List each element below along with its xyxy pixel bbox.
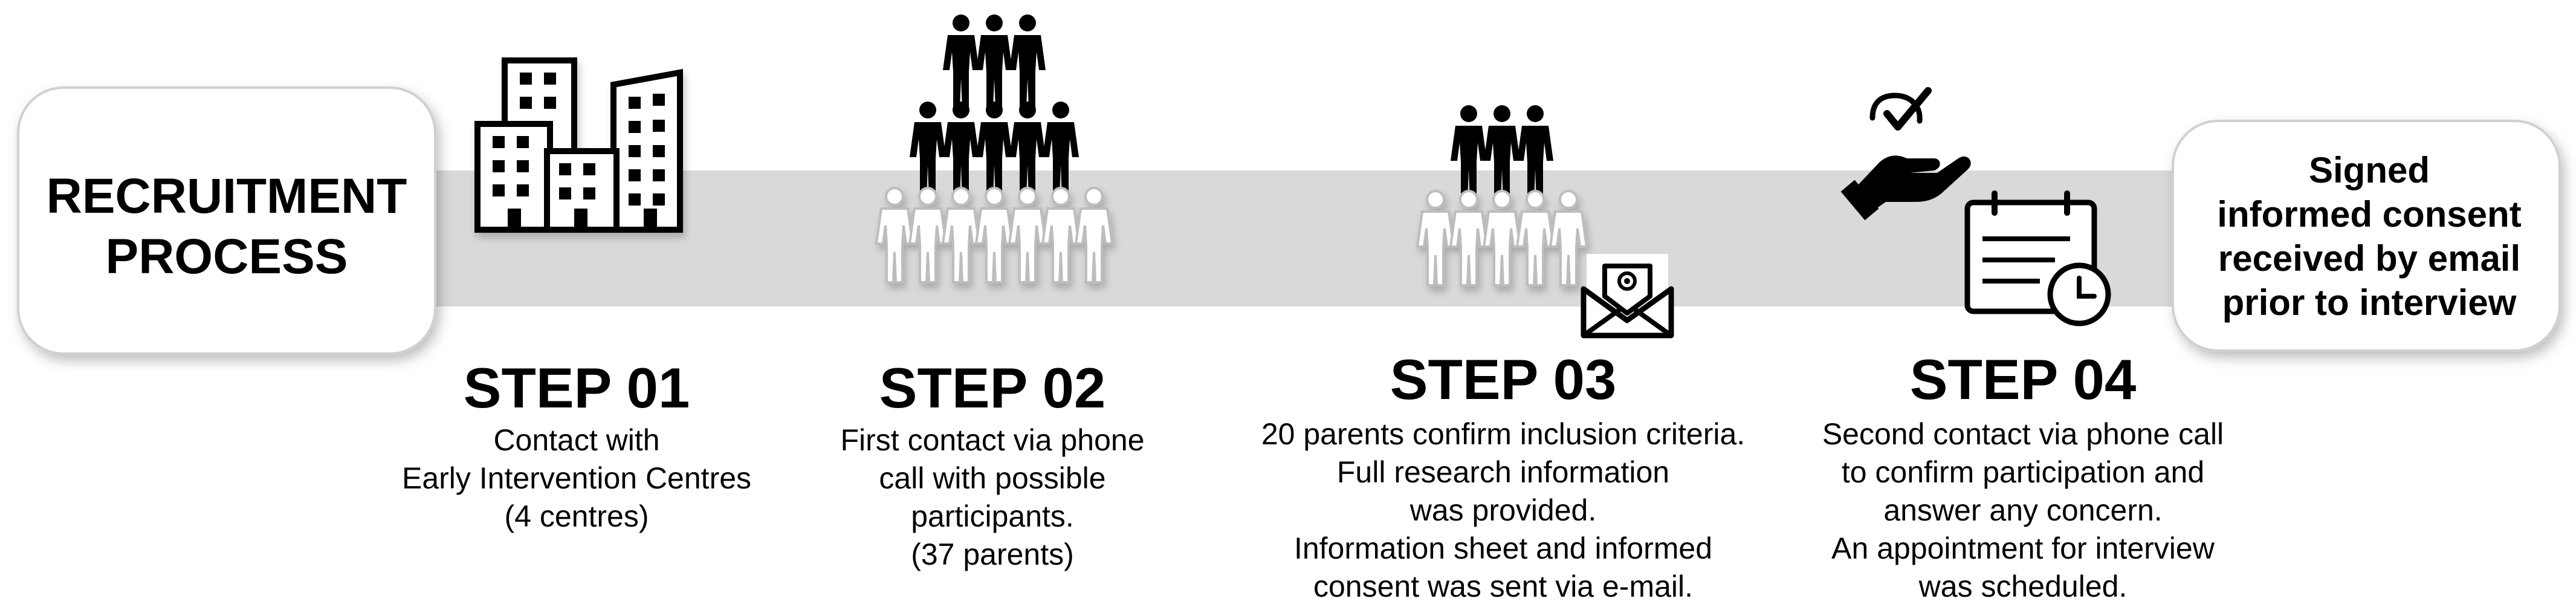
title-line: PROCESS: [105, 229, 348, 284]
step-01-description: Contact with Early Intervention Centres …: [335, 421, 818, 536]
step-03-line: was provided.: [1409, 493, 1597, 527]
end-line: Signed: [2308, 150, 2430, 190]
step-01-line: (4 centres): [504, 499, 649, 533]
step-04-line: was scheduled.: [1918, 569, 2128, 603]
step-02-line: participants.: [911, 499, 1074, 533]
step-03-line: Full research information: [1336, 455, 1670, 489]
step-01-heading: STEP 01: [463, 356, 690, 420]
hand-check-icon: [1840, 87, 1971, 221]
step-04-line: to confirm participation and: [1841, 455, 2205, 489]
end-line: received by email: [2218, 238, 2521, 279]
end-result: Signed informed consent received by emai…: [2173, 148, 2566, 325]
step-02-line: (37 parents): [911, 537, 1074, 571]
process-title: RECRUITMENT PROCESS: [18, 166, 435, 287]
people-pyramid-icon: [875, 15, 1113, 284]
buildings-icon: [474, 57, 683, 233]
process-band: [417, 170, 2260, 306]
end-line: prior to interview: [2222, 282, 2517, 323]
step-01-line: Contact with: [493, 423, 660, 457]
end-line: informed consent: [2217, 194, 2522, 235]
step-03-description: 20 parents confirm inclusion criteria. F…: [1231, 415, 1775, 606]
step-04-line: answer any concern.: [1883, 493, 2163, 527]
step-04-heading: STEP 04: [1909, 348, 2137, 411]
step-03-line: 20 parents confirm inclusion criteria.: [1261, 417, 1746, 451]
step-03-line: Information sheet and informed: [1293, 531, 1713, 565]
people-group-icon: [1416, 105, 1588, 287]
step-03-line: consent was sent via e-mail.: [1313, 569, 1694, 603]
title-box: [17, 86, 436, 355]
step-03-heading: STEP 03: [1390, 348, 1617, 411]
step-02-line: First contact via phone: [840, 423, 1145, 457]
email-envelope-icon: [1581, 254, 1674, 339]
step-04-line: Second contact via phone call: [1822, 417, 2224, 451]
step-04-description: Second contact via phone call to confirm…: [1781, 415, 2265, 606]
step-02-line: call with possible: [879, 461, 1106, 495]
step-01-line: Early Intervention Centres: [401, 461, 752, 495]
end-box: [2172, 120, 2561, 352]
step-04-line: An appointment for interview: [1831, 531, 2215, 565]
step-02-description: First contact via phone call with possib…: [751, 421, 1234, 574]
step-02-heading: STEP 02: [879, 356, 1106, 420]
calendar-clock-icon: [1964, 190, 2111, 326]
title-line: RECRUITMENT: [46, 169, 407, 224]
